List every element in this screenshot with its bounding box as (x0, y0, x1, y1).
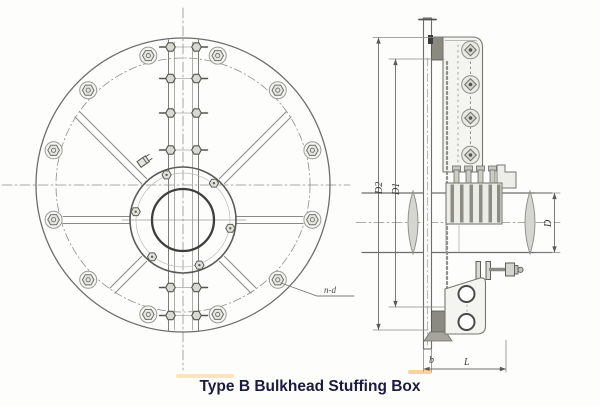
shaft-bore-circle (150, 187, 216, 253)
rim-bolt (208, 46, 227, 65)
packing-block (445, 182, 503, 225)
flange-bolt-hole (461, 40, 480, 60)
flange-body-lower (444, 277, 487, 335)
bolt-pitch-circle (55, 57, 311, 313)
rim-bolt (139, 46, 158, 65)
rim-bolt (44, 210, 63, 229)
rim-bolt (303, 141, 322, 160)
hub-nut (208, 178, 219, 188)
hub-nut-circle (135, 172, 231, 268)
gland-lug (496, 164, 517, 189)
shaft-break-right (524, 189, 536, 256)
dimension-D2: D2 (372, 37, 443, 331)
hub-nut (194, 260, 205, 270)
hub-circle (129, 166, 237, 274)
hub-nut (225, 223, 236, 233)
bolt-note-leader: n-d (280, 282, 355, 297)
side-view: D2 D1 D b L (355, 17, 561, 373)
rim-bolt (208, 305, 227, 324)
outer-flange-circle (35, 37, 331, 333)
front-view: n-d (1, 7, 355, 371)
packing-gland (445, 165, 503, 253)
flange-bolt-hole (461, 108, 480, 128)
dimension-D: D (534, 192, 561, 253)
shaft (355, 189, 561, 256)
packing-rings (450, 184, 501, 223)
hub-nut (130, 207, 141, 217)
dimension-b-label: b (429, 355, 434, 366)
rim-bolt (44, 141, 63, 160)
highlight-smudge (408, 370, 432, 374)
rim-bolt (303, 210, 322, 229)
eyebolt (475, 261, 524, 280)
gland-studs (158, 42, 209, 321)
gland-bar (168, 39, 199, 332)
flange-bolt-hole (461, 75, 480, 94)
spokes (62, 111, 304, 294)
dimension-L-label: L (463, 357, 470, 368)
dimension-D1: D1 (388, 58, 445, 308)
lower-bolt-hole (457, 313, 476, 331)
dimension-D1-label: D1 (391, 183, 402, 196)
hub-nut (161, 170, 172, 180)
dimension-D2-label: D2 (374, 182, 385, 195)
dimension-b-L: b L (423, 339, 507, 373)
drawing-caption: Type B Bulkhead Stuffing Box (199, 378, 421, 395)
grease-plug (136, 153, 153, 169)
flange-bolt-hole (461, 145, 480, 165)
rim-bolt (139, 305, 158, 324)
shaft-break-left (407, 189, 419, 256)
gland-top-studs (452, 165, 497, 184)
rim-bolt (268, 270, 287, 289)
bulkhead-plate (418, 17, 453, 350)
dimension-D-label: D (543, 219, 554, 228)
highlight-smudge (176, 374, 234, 378)
rim-bolt (79, 270, 98, 289)
rim-bolt (79, 81, 98, 100)
rim-bolt (268, 81, 287, 100)
weld-mark-top (428, 35, 433, 44)
bolt-note-label: n-d (324, 285, 336, 295)
hub-nut (147, 252, 158, 262)
lower-bolt-hole (457, 285, 476, 303)
weld-boss-bottom (431, 310, 446, 333)
